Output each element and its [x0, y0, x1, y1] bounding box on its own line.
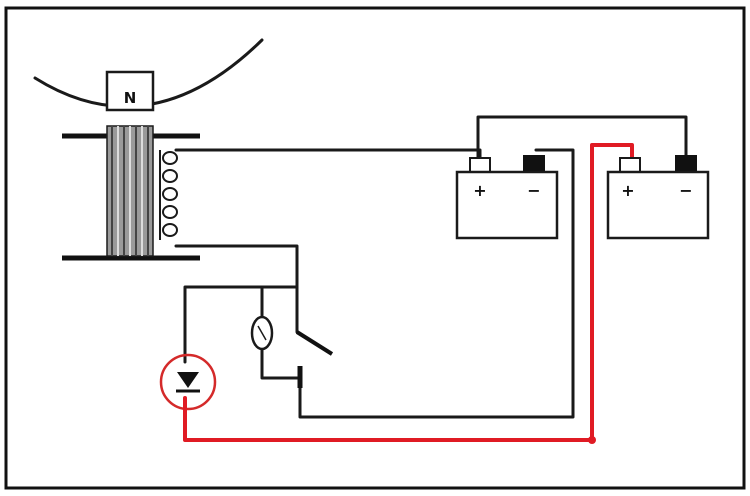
coil-windings-icon [159, 150, 178, 240]
battery2-positive-label: + [621, 181, 634, 200]
battery-1: + − [455, 155, 559, 240]
permanent-magnet: N [105, 70, 155, 112]
battery1-positive-terminal [469, 157, 491, 173]
battery1-negative-terminal [523, 155, 545, 173]
switch [295, 330, 334, 388]
black-wires [174, 115, 688, 419]
battery1-body [455, 170, 559, 240]
diode-triangle-icon [177, 372, 199, 388]
red-wire-junction [588, 436, 596, 444]
battery2-body [606, 170, 710, 240]
diode-highlight-circle [159, 353, 217, 411]
battery-2: + − [606, 155, 710, 240]
switch-blade [295, 330, 334, 356]
battery2-negative-label: − [679, 181, 692, 200]
battery2-positive-terminal [619, 157, 641, 173]
battery2-negative-terminal [675, 155, 697, 173]
magnet-block [105, 70, 155, 112]
wire-battery1-negative-return [298, 148, 575, 419]
wire-coil-to-switch [174, 244, 299, 334]
red-wire-diode-to-battery2-positive [183, 143, 634, 442]
electromagnet [62, 125, 200, 261]
battery1-positive-label: + [473, 181, 486, 200]
wire-coil-to-battery1-positive [174, 148, 482, 160]
core-laminations [111, 126, 149, 256]
wire-bulb-to-contact [260, 348, 302, 380]
magnet-pole-label: N [124, 89, 137, 107]
wire-to-diode [183, 285, 299, 364]
wire-to-bulb-top [260, 285, 299, 318]
battery1-negative-label: − [527, 181, 540, 200]
lamp [250, 315, 274, 351]
lamp-filament [257, 325, 267, 341]
diagram-border [4, 6, 746, 490]
diode [159, 353, 217, 411]
wire-battery-series-link [476, 115, 688, 160]
